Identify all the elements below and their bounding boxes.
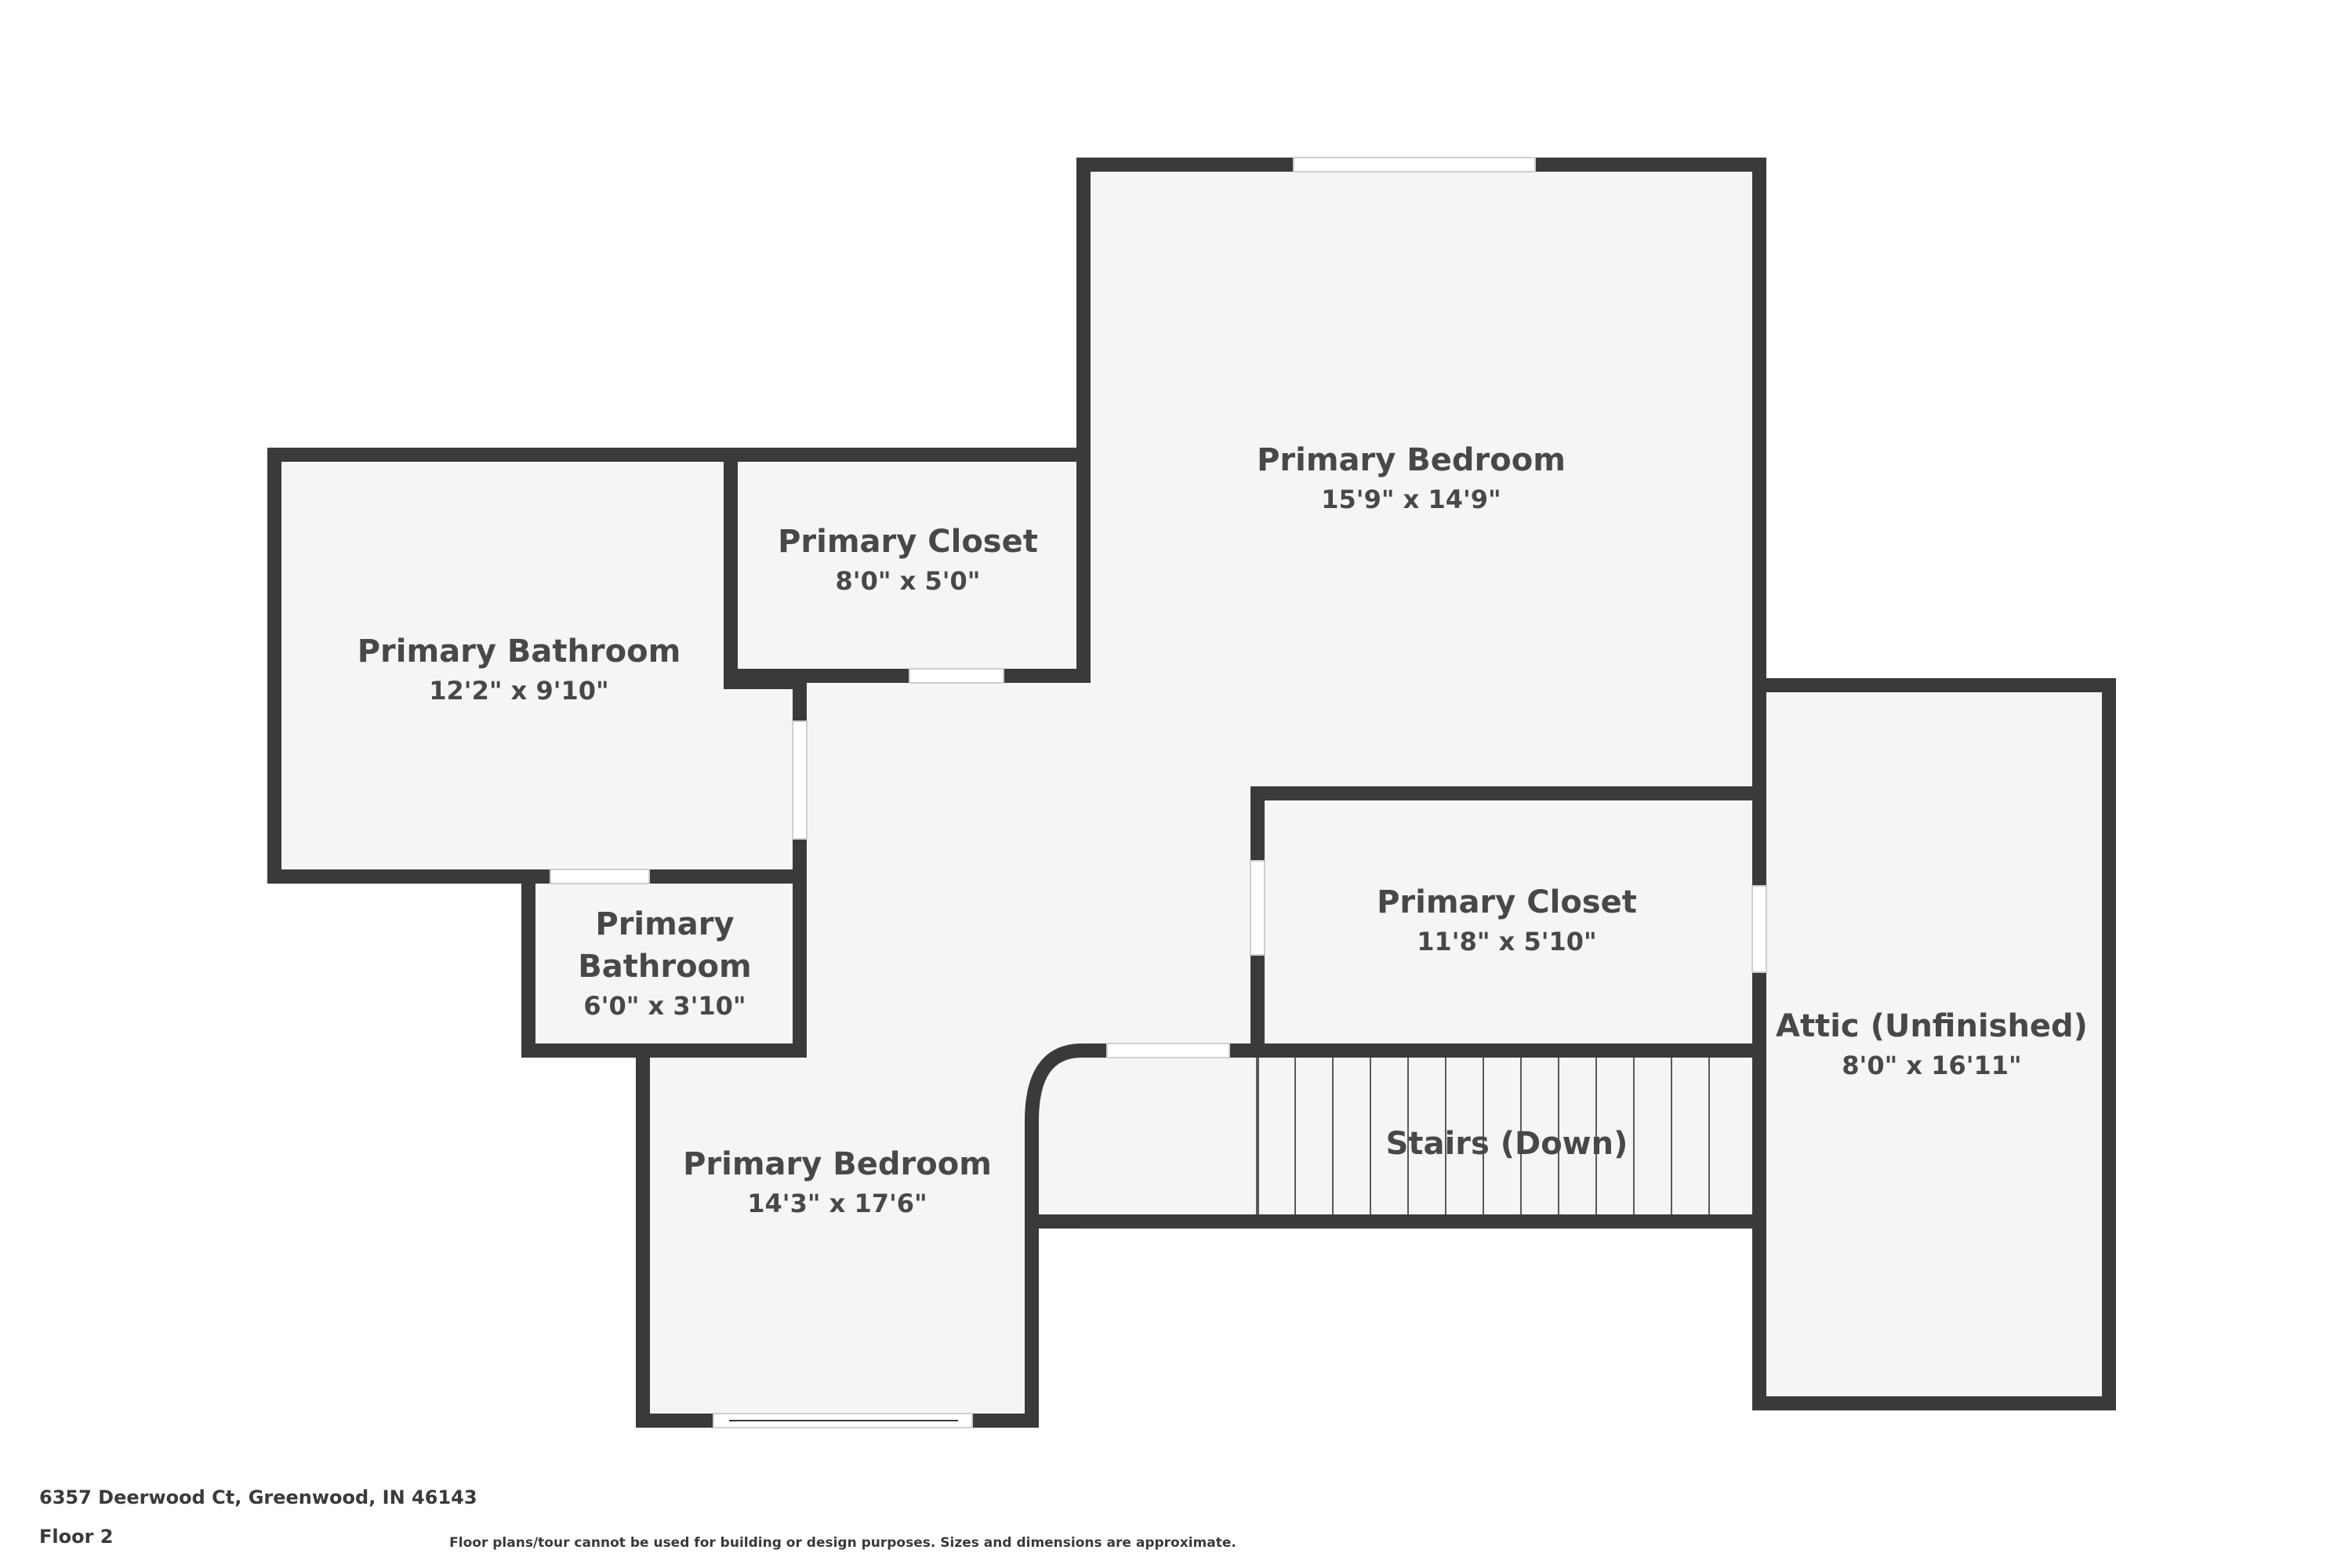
room-dims-primary-closet-small: 8'0" x 5'0" — [836, 566, 981, 596]
room-label-primary-bathroom-small-line2: Bathroom — [578, 949, 751, 985]
room-dims-primary-bedroom-lower: 14'3" x 17'6" — [747, 1189, 927, 1218]
window-top — [1293, 157, 1536, 172]
room-label-stairs: Stairs (Down) — [1386, 1126, 1628, 1162]
opening-landing — [1106, 1043, 1230, 1058]
room-label-primary-closet-large: Primary Closet — [1377, 884, 1637, 920]
opening-closet-small — [909, 668, 1004, 684]
room-label-primary-bedroom-upper: Primary Bedroom — [1257, 442, 1566, 478]
room-dims-primary-bathroom-small: 6'0" x 3'10" — [583, 991, 746, 1021]
walls — [267, 158, 2116, 1428]
room-dims-attic: 8'0" x 16'11" — [1842, 1051, 2021, 1080]
disclaimer-text: Floor plans/tour cannot be used for buil… — [449, 1535, 1236, 1551]
floor-label: Floor 2 — [39, 1526, 114, 1548]
room-label-primary-bedroom-lower: Primary Bedroom — [683, 1146, 992, 1182]
opening-closet-large-left — [1250, 860, 1265, 956]
stair-treads — [1256, 1058, 1710, 1214]
opening-bathroom-side — [792, 720, 808, 840]
room-label-primary-bathroom-large: Primary Bathroom — [358, 633, 681, 670]
opening-bathroom-bottom — [550, 869, 650, 884]
opening-closet-large-right — [1751, 885, 1767, 973]
room-dims-primary-bathroom-large: 12'2" x 9'10" — [429, 676, 608, 706]
address-text: 6357 Deerwood Ct, Greenwood, IN 46143 — [39, 1486, 477, 1508]
floor-fill — [274, 165, 2112, 1427]
room-label-primary-closet-small: Primary Closet — [778, 524, 1038, 560]
room-dims-primary-closet-large: 11'8" x 5'10" — [1417, 927, 1596, 956]
windows — [550, 157, 1767, 1428]
room-label-attic: Attic (Unfinished) — [1776, 1008, 2088, 1044]
room-label-primary-bathroom-small-line1: Primary — [595, 906, 734, 942]
room-dims-primary-bedroom-upper: 15'9" x 14'9" — [1321, 485, 1501, 514]
